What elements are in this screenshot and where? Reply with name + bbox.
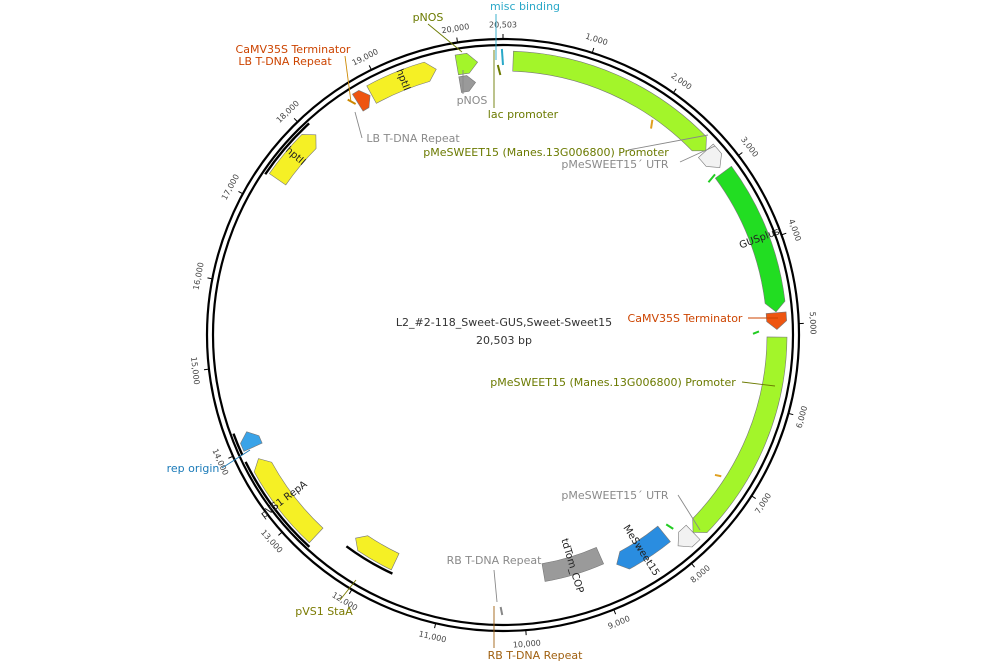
feature-outline-pVS1-RepA xyxy=(244,461,311,548)
leader-line xyxy=(354,111,363,139)
tick-mark xyxy=(788,412,794,416)
leader-line xyxy=(627,134,709,151)
small-feature-marks xyxy=(347,48,760,616)
tick-mark xyxy=(691,562,695,568)
label-pnos-1: pNOS xyxy=(413,11,444,24)
feature-outline-pVS1-StaA xyxy=(345,545,393,575)
feature-GUSplus[interactable] xyxy=(714,165,786,313)
label-pvs1-staa: pVS1 StaA xyxy=(295,605,353,618)
tick-label: 2,000 xyxy=(669,71,693,92)
tick-label: 17,000 xyxy=(220,173,241,202)
label-camv35s-terminator-1: CaMV35S Terminator xyxy=(628,312,743,325)
label-misc-binding: misc binding xyxy=(490,0,560,13)
tick-label: 15,000 xyxy=(189,356,201,385)
tick-mark xyxy=(238,190,244,195)
label-camv35s-terminator-2: CaMV35S Terminator xyxy=(236,43,351,56)
tick-mark xyxy=(293,117,298,123)
tick-mark xyxy=(591,47,595,53)
label-pnos-2: pNOS xyxy=(457,94,488,107)
feature-rep-origin[interactable] xyxy=(240,431,263,452)
label-lb-repeat-outer: LB T-DNA Repeat xyxy=(238,55,332,68)
tick-label: 7,000 xyxy=(753,491,773,515)
small-feature-mark xyxy=(665,523,674,530)
tick-label: 4,000 xyxy=(787,218,803,243)
small-feature-mark xyxy=(707,173,716,183)
feature-CaMV35S-terminator-2[interactable] xyxy=(352,90,371,112)
tick-label: 5,000 xyxy=(808,311,818,334)
small-feature-mark xyxy=(496,64,502,76)
feature-pMeSWEET15-utr-1[interactable] xyxy=(698,143,722,168)
label-rb-repeat-inner: RB T-DNA Repeat xyxy=(447,554,542,567)
tick-label: 6,000 xyxy=(795,405,810,429)
tick-mark xyxy=(672,88,677,94)
leader-line xyxy=(493,569,498,603)
tick-mark xyxy=(613,609,617,615)
feature-pVS1-RepA[interactable] xyxy=(253,458,324,544)
tick-label: 11,000 xyxy=(418,629,447,644)
label-lac-promoter: lac promoter xyxy=(488,108,559,121)
feature-CaMV35S-terminator-1[interactable] xyxy=(765,311,787,330)
tick-label: 1,000 xyxy=(584,32,609,47)
feature-pNOS-1[interactable] xyxy=(454,53,479,76)
tick-label: 20,000 xyxy=(441,22,470,35)
small-feature-mark xyxy=(650,119,654,129)
plasmid-length: 20,503 bp xyxy=(476,334,532,347)
small-feature-mark xyxy=(347,98,357,105)
leader-line xyxy=(677,494,701,531)
plasmid-name: L2_#2-118_Sweet-GUS,Sweet-Sweet15 xyxy=(396,316,612,329)
tick-mark xyxy=(738,152,743,156)
label-pmesweet15-promoter-2: pMeSWEET15 (Manes.13G006800) Promoter xyxy=(490,376,736,389)
tick-mark xyxy=(751,495,756,499)
leader-line xyxy=(427,23,463,53)
tick-mark xyxy=(456,37,459,43)
leader-line xyxy=(339,579,357,601)
label-lb-repeat-inner: LB T-DNA Repeat xyxy=(366,132,460,145)
tick-label: 3,000 xyxy=(739,135,760,159)
tick-mark xyxy=(203,368,210,371)
label-leader-lines xyxy=(221,14,778,648)
backbone-inner-ring xyxy=(211,43,795,627)
tick-label: 16,000 xyxy=(192,262,206,291)
feature-hptII-2[interactable] xyxy=(366,61,437,104)
feature-MeSweet15[interactable] xyxy=(616,525,671,570)
small-feature-mark xyxy=(499,606,504,616)
small-feature-mark xyxy=(500,48,504,66)
tick-label: 13,000 xyxy=(259,528,284,555)
tick-label: 8,000 xyxy=(689,563,712,585)
tick-mark xyxy=(781,232,787,236)
leader-line xyxy=(741,381,776,387)
feature-outline-hptII-1 xyxy=(264,122,310,175)
feature-hptII-1[interactable] xyxy=(268,134,317,186)
tick-label: 10,000 xyxy=(513,639,542,650)
label-rb-repeat-outer: RB T-DNA Repeat xyxy=(488,649,583,662)
label-pmesweet15-utr-2: pMeSWEET15´ UTR xyxy=(561,489,668,502)
feature-pVS1-StaA[interactable] xyxy=(355,535,400,571)
leader-line xyxy=(344,55,352,103)
feature-tdTom-COP[interactable] xyxy=(541,546,605,582)
tick-mark xyxy=(368,65,372,71)
tick-mark xyxy=(278,531,283,536)
tick-mark xyxy=(207,277,213,280)
tick-label: 19,000 xyxy=(351,47,380,68)
tick-label: 20,503 xyxy=(489,21,517,30)
tick-mark xyxy=(434,623,437,629)
tick-mark xyxy=(228,455,234,459)
tick-label: 9,000 xyxy=(607,614,632,631)
label-pmesweet15-utr-1: pMeSWEET15´ UTR xyxy=(561,158,668,171)
feature-pMeSWEET15-utr-2[interactable] xyxy=(677,524,701,548)
leader-line xyxy=(221,449,251,469)
tick-mark xyxy=(348,589,353,595)
label-pmesweet15-promoter-1: pMeSWEET15 (Manes.13G006800) Promoter xyxy=(423,146,669,159)
small-feature-mark xyxy=(714,473,722,478)
label-rep-origin: rep origin xyxy=(167,462,220,475)
leader-line xyxy=(679,145,716,163)
small-feature-mark xyxy=(752,330,760,335)
feature-pNOS-2[interactable] xyxy=(458,75,476,93)
